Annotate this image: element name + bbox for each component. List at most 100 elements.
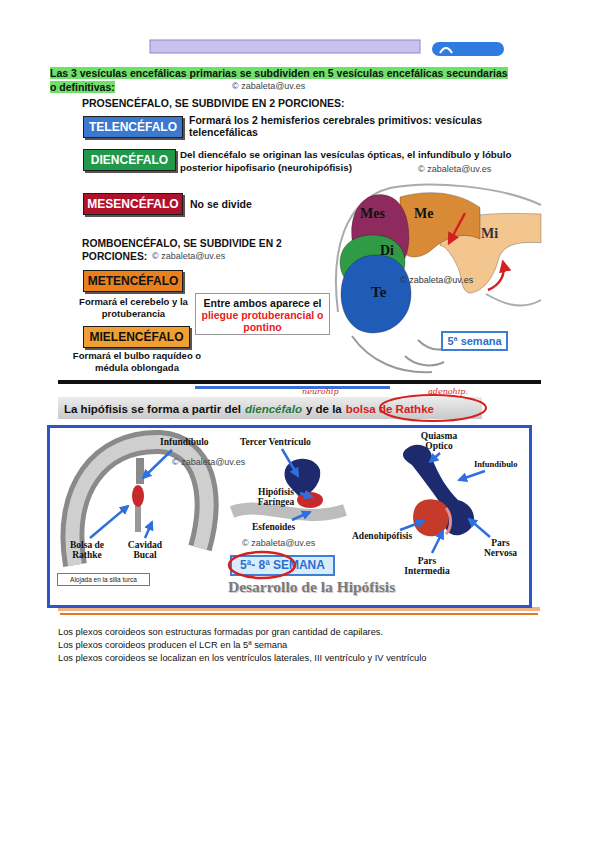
section-divider [58,380,541,384]
label-box: Los plexos coroideos son estructuras for… [58,626,383,638]
label-box: adenohip. [428,387,468,396]
label-box: Bolsa de Rathke [58,540,116,560]
label-box: Los plexos coroideos producen el LCR en … [58,639,287,651]
part-label: Pars Intermedia [404,556,449,576]
note-line: Los plexos coroideos producen el LCR en … [58,640,287,650]
label-box: No se divide [190,198,252,211]
leader-arrow [282,449,298,476]
label-box: Pars Nervosa [478,538,523,558]
embryo-face [352,336,432,372]
cut-bottom-rule [60,613,538,615]
node-text: Te [371,285,386,299]
node-text: DIENCÉFALO [84,150,175,170]
part-label: Cavidad Bucal [128,540,162,560]
leader-arrow [432,531,443,553]
note-line: Los plexos coroideos se localizan en los… [58,653,426,663]
rathke-pouch [132,485,144,507]
handwritten-note: neurohip [302,387,339,396]
watermark: © zabaleta@uv.es [418,164,491,174]
leader-arrow [400,521,424,530]
cut-header-mark [440,48,452,53]
vesicle-fill [341,255,411,333]
node-text: diencéfalo [245,403,302,415]
vesicle-shape: Me [400,190,480,260]
node-text: METENCÉFALO [84,271,182,291]
stage-box: 5ª- 8ª SEMANA [230,555,335,576]
label-box: Esfenoides [252,522,295,532]
label-box: Formará el cerebelo y la protuberancia [76,296,191,320]
node-text: Mi [481,227,498,241]
leader-arrow [90,506,128,538]
node-text: Alojada en la silla turca [58,574,149,585]
stage-box: 5ª semana [441,331,508,351]
label-box: neurohip [302,387,339,396]
part-label: Infundíbulo [474,459,517,469]
node-text: Me [414,207,433,221]
label-box: © zabaleta@uv.es [232,81,305,91]
leader-arrow [292,512,310,520]
vesicle-box: METENCÉFALO [83,270,183,292]
label-box: Cavidad Bucal [120,540,170,560]
vesicle-box: MIELENCÉFALO [83,326,190,348]
sphenoid-bone [232,509,345,515]
leader-arrows [90,449,490,553]
part-label: Quiasma Optico [421,431,457,451]
part-label: Esfenoides [252,522,295,532]
vesicle-box: TELENCÉFALO [83,116,183,138]
leader-arrow [300,493,312,497]
infundibulum-shape [136,458,144,484]
leader-arrow [459,471,485,480]
vesicle-box: MESENCÉFALO [83,193,183,215]
node-text: Desarrollo de la Hipófisis [228,578,395,596]
label-box: Los plexos coroideos se localizan en los… [58,652,426,664]
label-box: © zabaleta@uv.es [172,457,245,467]
node-text: Entre ambos aparece el [198,297,327,309]
label-box: Quiasma Optico [412,431,466,451]
node-text: 5ª semana [443,333,506,349]
label-box: Infundíbulo [474,459,517,469]
label-box: Formará los 2 hemisferios cerebrales pri… [189,114,494,138]
leader-arrow [143,450,172,478]
figure-frame: Desarrollo de la Hipófisis 5ª- 8ª SEMANA A… [47,425,532,608]
label-box: PROSENCÉFALO, SE SUBDIVIDE EN 2 PORCIONE… [82,97,345,110]
part-label: Infundíbulo [160,437,209,447]
label-box: © zabaleta@uv.es [400,275,473,285]
vesicle-box: DIENCÉFALO [83,149,176,171]
watermark: © zabaleta@uv.es [172,457,245,467]
vesicle-shape: Te [341,255,411,333]
description-text: Formará los 2 hemisferios cerebrales pri… [189,114,482,138]
adenohypophysis [413,499,449,536]
node-text: La hipófisis se forma a partir del [64,403,241,415]
label-box: Infundíbulo [160,437,209,447]
note-box: Entre ambos aparece elpliegue protuberan… [195,293,330,335]
vesicle-outline [400,190,480,260]
description-text: Formará el bulbo raquídeo o médula oblon… [73,350,201,373]
description-text: Formará el cerebelo y la protuberancia [79,296,188,319]
pharyngeal-hypophysis [297,492,323,508]
cut-header-badge [432,42,504,56]
node-text: MESENCÉFALO [84,194,182,214]
watermark: © zabaleta@uv.es [400,275,473,285]
rathke-stalk [135,506,141,532]
label-box: © zabaleta@uv.es [242,538,315,548]
embryo-outline [486,294,541,306]
label-box: © zabaleta@uv.es [418,164,491,174]
pars-intermedia [446,508,451,534]
watermark: © zabaleta@uv.es [152,251,225,261]
part-label: Adenohipófisis [352,531,412,541]
part-label: Bolsa de Rathke [70,540,104,560]
part-label: Tercer Ventrículo [240,437,311,447]
node-text: TELENCÉFALO [84,117,182,137]
leader-arrow [469,519,490,537]
watermark: © zabaleta@uv.es [232,81,305,91]
leader-arrow [145,522,152,538]
neurohypophysis [403,445,474,536]
label-box: Tercer Ventrículo [240,437,311,447]
description-text: No se divide [190,198,252,210]
node-text: 5ª- 8ª SEMANA [232,557,333,574]
node-text: bolsa de Rathke [346,403,434,415]
node-text: y de la [306,403,342,415]
handwritten-note: adenohip. [428,387,468,396]
label-box: Pars Intermedia [402,556,452,576]
